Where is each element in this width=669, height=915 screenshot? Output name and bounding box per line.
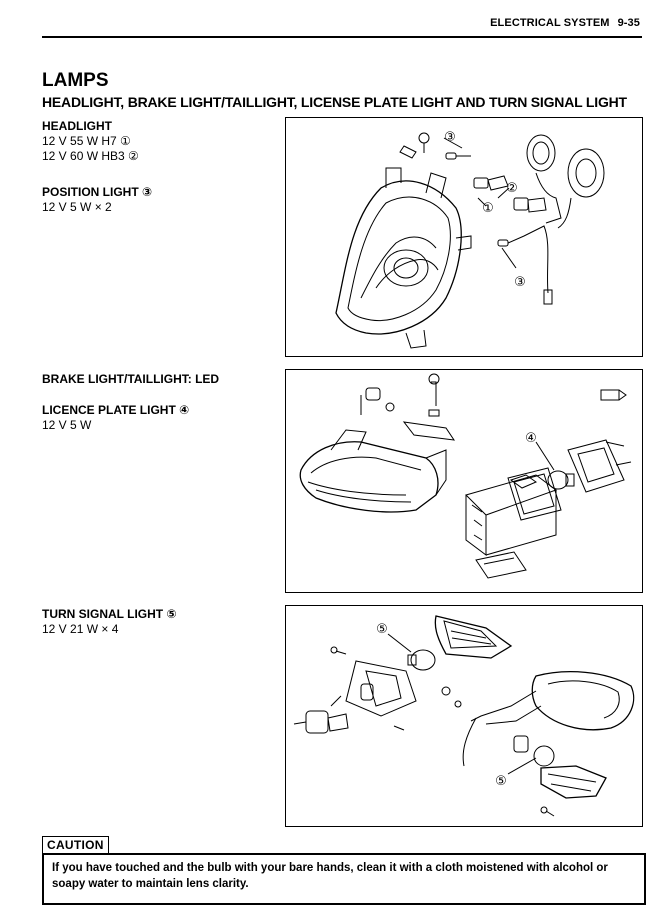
turn-signal-diagram: ⑤ ⑤	[293, 615, 635, 817]
licence-light-bulb: 12 V 5 W	[42, 418, 92, 432]
callout-rear-turn-bulb: ⑤	[495, 774, 507, 789]
caution-box: If you have touched and the bulb with yo…	[42, 853, 646, 905]
turn-signal-figure: ⑤ ⑤	[285, 605, 643, 827]
licence-light-spec: LICENCE PLATE LIGHT ④ 12 V 5 W	[42, 403, 189, 433]
headlight-figure: ③ ② ① ③	[285, 117, 643, 357]
headlight-bulb-hb3: 12 V 60 W HB3 ②	[42, 149, 139, 163]
taillight-figure: ④	[285, 369, 643, 593]
headlight-diagram: ③ ② ① ③	[335, 130, 605, 349]
header-page-number: 9-35	[617, 17, 640, 29]
position-light-heading: POSITION LIGHT ③	[42, 185, 153, 199]
brake-light-heading: BRAKE LIGHT/TAILLIGHT: LED	[42, 372, 220, 386]
callout-position-light-bottom: ③	[514, 275, 526, 290]
headlight-heading: HEADLIGHT	[42, 119, 112, 133]
position-light-spec: POSITION LIGHT ③ 12 V 5 W × 2	[42, 185, 152, 215]
position-light-bulb: 12 V 5 W × 2	[42, 200, 112, 214]
turn-signal-heading: TURN SIGNAL LIGHT ⑤	[42, 607, 177, 621]
header-section: ELECTRICAL SYSTEM	[490, 17, 610, 29]
turn-signal-spec: TURN SIGNAL LIGHT ⑤ 12 V 21 W × 4	[42, 607, 177, 637]
page-header: ELECTRICAL SYSTEM 9-35	[42, 14, 642, 38]
page-subtitle: HEADLIGHT, BRAKE LIGHT/TAILLIGHT, LICENS…	[42, 94, 627, 110]
callout-licence-bulb: ④	[525, 431, 537, 446]
taillight-diagram: ④	[299, 373, 632, 579]
callout-h7-bulb: ①	[482, 201, 494, 216]
page-title: LAMPS	[42, 70, 109, 91]
brake-light-spec: BRAKE LIGHT/TAILLIGHT: LED	[42, 372, 219, 387]
turn-signal-bulb: 12 V 21 W × 4	[42, 622, 119, 636]
headlight-spec: HEADLIGHT 12 V 55 W H7 ① 12 V 60 W HB3 ②	[42, 119, 139, 164]
callout-position-light-top: ③	[444, 130, 456, 145]
callout-hb3-bulb: ②	[506, 181, 518, 196]
caution-text: If you have touched and the bulb with yo…	[52, 862, 608, 890]
callout-front-turn-bulb: ⑤	[376, 622, 388, 637]
caution-label: CAUTION	[42, 836, 109, 854]
headlight-bulb-h7: 12 V 55 W H7 ①	[42, 134, 131, 148]
licence-light-heading: LICENCE PLATE LIGHT ④	[42, 403, 190, 417]
